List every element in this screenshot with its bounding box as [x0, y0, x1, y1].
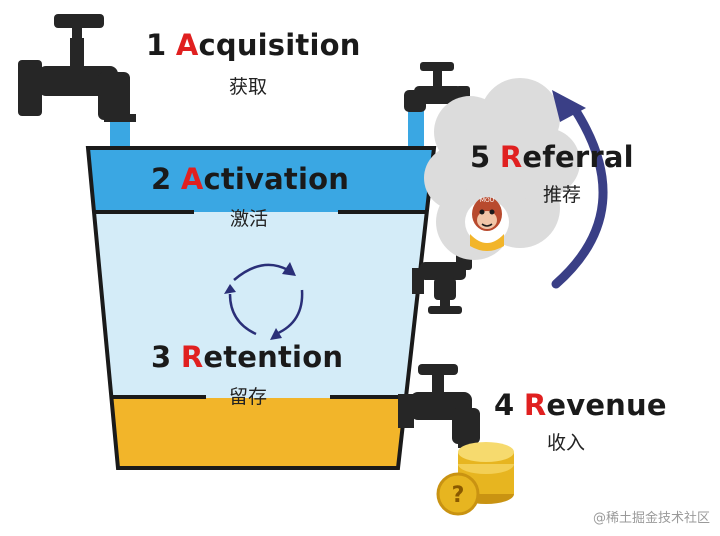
stage-acquisition-label: 1 Acquisition — [146, 28, 361, 62]
revenue-layer — [88, 398, 434, 468]
stage-name-rest: cquisition — [198, 28, 361, 62]
bucket-water — [88, 148, 434, 468]
stage-initial: R — [180, 340, 204, 374]
stage-name-rest: eferral — [522, 140, 634, 174]
stage-revenue-cn: 收入 — [547, 432, 586, 454]
stage-name-rest: ctivation — [203, 162, 350, 196]
stage-number: 5 — [470, 140, 491, 174]
referral-water-stream — [408, 106, 424, 152]
stage-number: 3 — [151, 340, 172, 374]
cycle-arrows-icon — [224, 262, 304, 340]
layer-dividers — [95, 210, 428, 399]
curved-arrow-icon — [551, 90, 608, 289]
monkey-avatar-icon: MOU — [465, 197, 509, 251]
avatar-badge: MOU — [480, 197, 494, 204]
water-stream — [110, 118, 130, 152]
stage-initial: A — [175, 28, 199, 62]
stage-activation-label: 2 Activation — [151, 162, 349, 196]
faucet-icon — [398, 364, 480, 448]
stage-name-rest: etention — [203, 340, 344, 374]
stage-initial: R — [523, 388, 547, 422]
bucket-outline — [85, 146, 437, 470]
stage-initial: A — [180, 162, 204, 196]
stage-initial: R — [499, 140, 523, 174]
stage-activation-cn: 激活 — [230, 208, 269, 230]
coin-symbol: ? — [452, 483, 465, 508]
stage-revenue-label: 4 Revenue — [494, 388, 667, 422]
stage-retention-label: 3 Retention — [151, 340, 343, 374]
stage-name-rest: evenue — [546, 388, 667, 422]
stage-acquisition-cn: 获取 — [229, 76, 268, 98]
activation-layer — [88, 148, 434, 212]
faucet-icon — [18, 14, 136, 122]
stage-referral-cn: 推荐 — [543, 184, 582, 206]
stage-number: 4 — [494, 388, 515, 422]
coin-stack-icon: ? — [436, 442, 514, 516]
watermark: @稀土掘金技术社区 — [592, 511, 710, 526]
stage-number: 2 — [151, 162, 172, 196]
stage-number: 1 — [146, 28, 167, 62]
stage-retention-cn: 留存 — [229, 386, 268, 408]
retention-layer — [88, 212, 434, 398]
stage-referral-label: 5 Referral — [470, 140, 634, 174]
faucet-icon — [412, 250, 472, 314]
